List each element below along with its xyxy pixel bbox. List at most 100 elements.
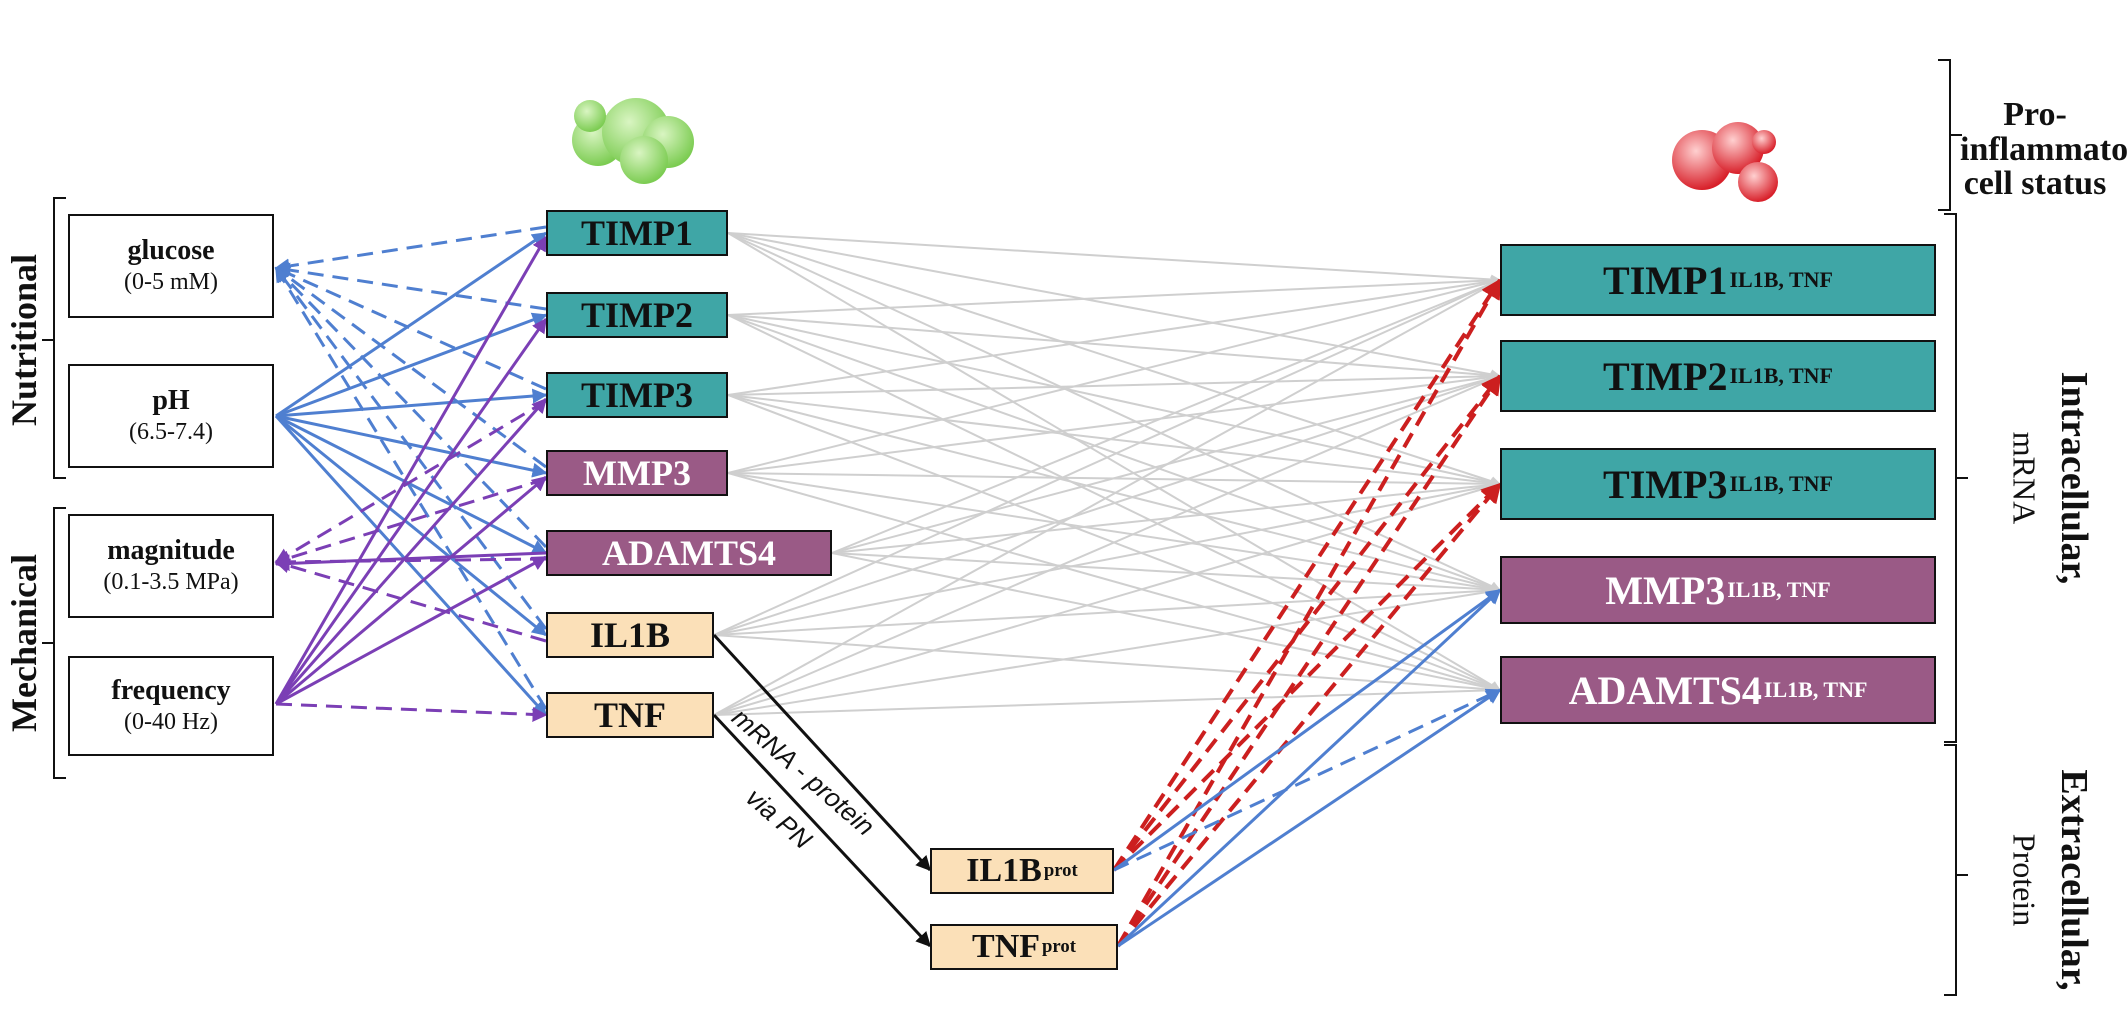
frequency-edge [274, 317, 548, 705]
status-label: Pro- inflammatory cell status [1960, 97, 2128, 202]
magnitude-dashed-edge [274, 477, 547, 566]
node-timp2: TIMP2 [546, 292, 728, 338]
glucose-name: glucose [127, 234, 215, 266]
output-timp2-name: TIMP2 [1603, 353, 1728, 399]
ph-input-box: pH (6.5-7.4) [68, 364, 274, 468]
output-timp1-name: TIMP1 [1603, 257, 1728, 303]
frequency-edge [275, 555, 548, 706]
glucose-dashed-edge [274, 266, 548, 710]
grey-edge [727, 394, 1501, 488]
tnf-to-protein-edge [712, 713, 932, 948]
mechanical-label: Mechanical [4, 554, 44, 732]
il1b-prot-blue-edge [1113, 588, 1502, 872]
magnitude-name: magnitude [107, 534, 235, 566]
status-bracket [1938, 59, 1962, 211]
ph-edge [275, 414, 548, 478]
glucose-dashed-edge [274, 266, 548, 630]
il1b-to-protein-edge [712, 633, 932, 872]
grey-edge [727, 314, 1501, 592]
output-mmp3-name: MMP3 [1605, 567, 1726, 613]
output-mmp3-sub: IL1B, TNF [1727, 577, 1831, 602]
ph-edge [274, 414, 548, 717]
extracellular-bracket [1944, 744, 1968, 996]
frequency-name: frequency [111, 674, 231, 706]
intracellular-title: Intracellular, [2053, 371, 2095, 585]
grey-edge [713, 374, 1501, 636]
node-mmp3: MMP3 [546, 450, 728, 496]
glucose-dashed-edge [274, 225, 547, 274]
grey-edge [727, 276, 1501, 396]
extracellular-sub: Protein [2006, 833, 2043, 927]
tnf-prot-red-edge [1116, 374, 1502, 948]
grey-edge [831, 278, 1501, 554]
grey-edge [727, 472, 1501, 594]
frequency-edge [275, 475, 548, 706]
magnitude-range: (0.1-3.5 MPa) [103, 569, 239, 596]
grey-edge [727, 232, 1501, 285]
ph-range: (6.5-7.4) [129, 419, 213, 446]
ph-edge [275, 414, 548, 637]
tnf-prot-name: TNF [972, 928, 1041, 965]
tnf-prot-red-edge [1116, 278, 1502, 947]
magnitude-edge [274, 551, 547, 571]
output-timp1-sub: IL1B, TNF [1729, 267, 1833, 292]
il1b-prot-name: IL1B [966, 852, 1042, 889]
grey-edge [713, 279, 1501, 636]
ph-name: pH [152, 384, 190, 416]
ph-edge [275, 231, 548, 418]
colored-connections [274, 225, 1502, 948]
output-adamts4-name: ADAMTS4 [1568, 667, 1762, 713]
ph-edge [275, 414, 548, 555]
grey-edge [713, 279, 1501, 716]
tnf-prot-blue-edge [1117, 688, 1502, 948]
glucose-dashed-edge [274, 266, 547, 469]
output-timp3-name: TIMP3 [1603, 461, 1728, 507]
glucose-dashed-edge [274, 266, 547, 391]
output-adamts4-sub: IL1B, TNF [1763, 677, 1868, 702]
grey-connections [713, 232, 1501, 716]
red-cell-icon [1672, 122, 1778, 202]
grey-edge [727, 371, 1501, 396]
frequency-input-box: frequency (0-40 Hz) [68, 656, 274, 756]
output-timp3-sub: IL1B, TNF [1729, 471, 1833, 496]
glucose-dashed-edge [274, 262, 547, 311]
green-cell-icon [572, 98, 694, 184]
grey-edge [727, 232, 1501, 691]
glucose-dashed-edge [274, 266, 548, 549]
grey-edge [727, 232, 1501, 591]
ph-edge [275, 312, 548, 418]
grey-edge [713, 481, 1501, 716]
grey-edge [727, 314, 1501, 487]
node-il1b: IL1B [546, 612, 714, 658]
il1b-prot-red-edge [1112, 374, 1502, 872]
node-timp1: TIMP1 [546, 210, 728, 256]
magnitude-dashed-edge [274, 399, 547, 564]
output-timp2-sub: IL1B, TNF [1729, 363, 1833, 388]
node-adamts4: ADAMTS4 [546, 530, 832, 576]
grey-edge [727, 472, 1501, 693]
node-timp3: TIMP3 [546, 372, 728, 418]
il1b-prot-red-edge [1112, 482, 1502, 872]
grey-edge [727, 232, 1501, 380]
tnf-prot-blue-edge [1116, 588, 1502, 948]
magnitude-dashed-edge [274, 558, 547, 643]
frequency-dashed-edge [275, 702, 548, 722]
grey-edge [713, 586, 1501, 716]
status-text: Pro- inflammatory cell status [1960, 96, 2128, 203]
frequency-edge [274, 397, 548, 705]
extracellular-title: Extracellular, [2053, 769, 2095, 991]
grey-edge [831, 552, 1501, 694]
grey-edge [713, 374, 1501, 716]
nutritional-bracket [42, 197, 66, 479]
tnf-prot-red-edge [1116, 482, 1502, 948]
glucose-input-box: glucose (0-5 mM) [68, 214, 274, 318]
tnf-prot-sup: prot [1042, 936, 1076, 957]
